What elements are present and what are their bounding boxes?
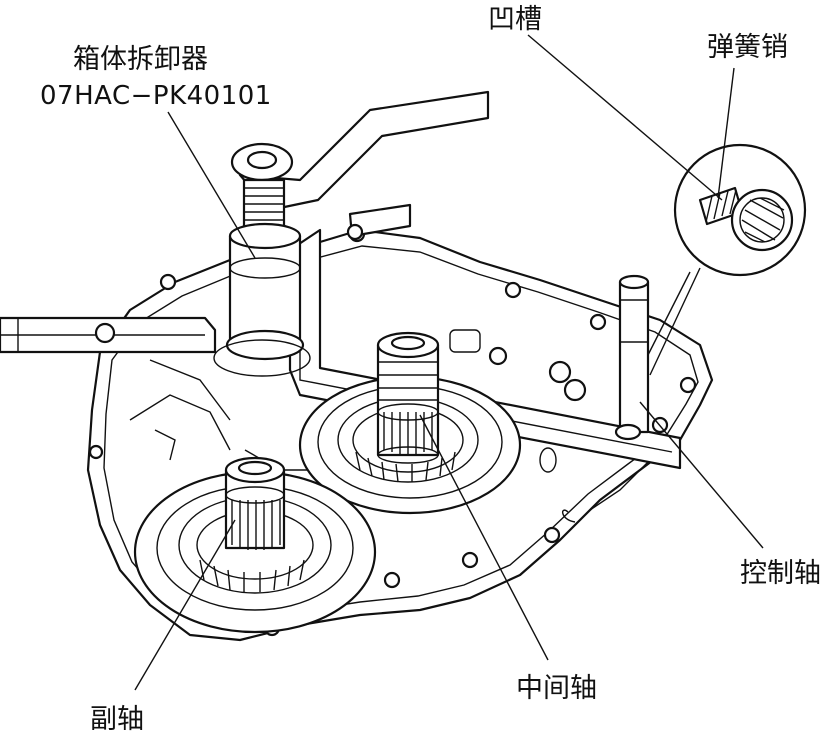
leader-control-shaft xyxy=(639,401,764,549)
label-control-shaft: 控制轴 xyxy=(740,558,821,589)
control-shaft-assembly xyxy=(614,274,650,441)
labels: 箱体拆卸器 07HAC−PK40101 凹槽 弹簧销 控制轴 中间轴 副轴 xyxy=(40,4,821,735)
detail-inset xyxy=(647,143,807,376)
leader-countershaft xyxy=(419,414,549,661)
secondary-shaft-assembly xyxy=(133,456,377,634)
label-case-remover-code: 07HAC−PK40101 xyxy=(40,81,272,111)
leader-groove xyxy=(527,34,723,201)
label-case-remover-name: 箱体拆卸器 xyxy=(73,44,208,75)
label-groove: 凹槽 xyxy=(488,4,542,35)
leader-spring-pin xyxy=(717,67,735,199)
leader-case-remover xyxy=(167,111,256,259)
leader-secondary-shaft xyxy=(134,519,236,691)
label-spring-pin: 弹簧销 xyxy=(707,32,788,63)
label-secondary-shaft: 副轴 xyxy=(90,704,144,735)
label-countershaft: 中间轴 xyxy=(516,673,597,704)
leader-lines xyxy=(134,34,764,691)
countershaft-assembly xyxy=(298,331,522,515)
